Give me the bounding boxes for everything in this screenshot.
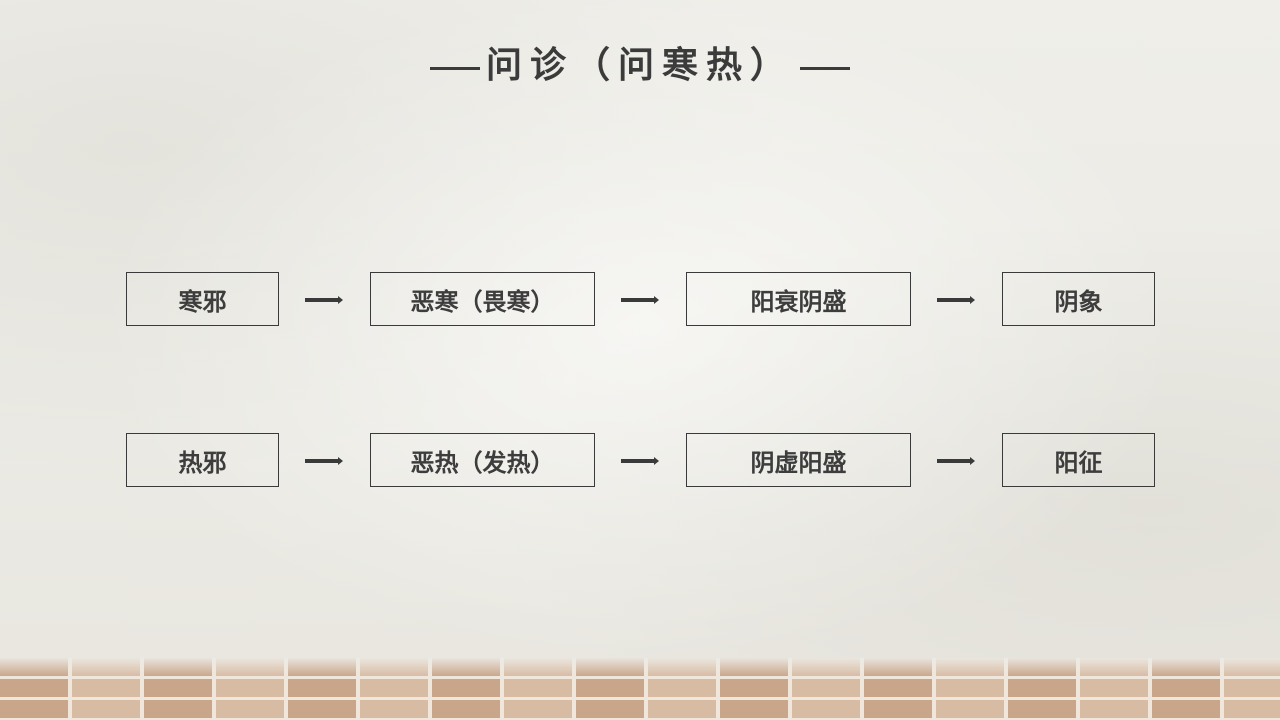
box-yang-sign: 阳征 (1002, 433, 1155, 487)
box-label: 阳衰阴盛 (750, 287, 847, 316)
box-aversion-to-cold: 恶寒（畏寒） (370, 272, 595, 326)
title-left-dash (429, 66, 480, 70)
arrow-right-icon (621, 296, 659, 304)
title-text: 问诊（问寒热） (485, 44, 794, 86)
box-label: 恶热（发热） (410, 448, 555, 477)
arrow-right-icon (621, 457, 659, 465)
box-label: 热邪 (178, 448, 227, 477)
box-label: 阳征 (1054, 448, 1103, 477)
page-title: 问诊（问寒热） (0, 36, 1280, 88)
box-yin-deficiency-yang-excess: 阴虚阳盛 (686, 433, 911, 487)
box-heat-pathogen: 热邪 (126, 433, 279, 487)
arrow-right-icon (937, 296, 975, 304)
box-label: 寒邪 (178, 287, 227, 316)
arrow-right-icon (937, 457, 975, 465)
box-yang-decline-yin-excess: 阳衰阴盛 (686, 272, 911, 326)
box-label: 阴象 (1054, 287, 1103, 316)
box-label: 阴虚阳盛 (750, 448, 847, 477)
box-cold-pathogen: 寒邪 (126, 272, 279, 326)
arrow-right-icon (305, 296, 343, 304)
title-right-dash (800, 66, 850, 70)
box-label: 恶寒（畏寒） (410, 287, 555, 316)
box-aversion-to-heat: 恶热（发热） (370, 433, 595, 487)
box-yin-sign: 阴象 (1002, 272, 1155, 326)
brick-wall-border (0, 658, 1280, 720)
arrow-right-icon (305, 457, 343, 465)
